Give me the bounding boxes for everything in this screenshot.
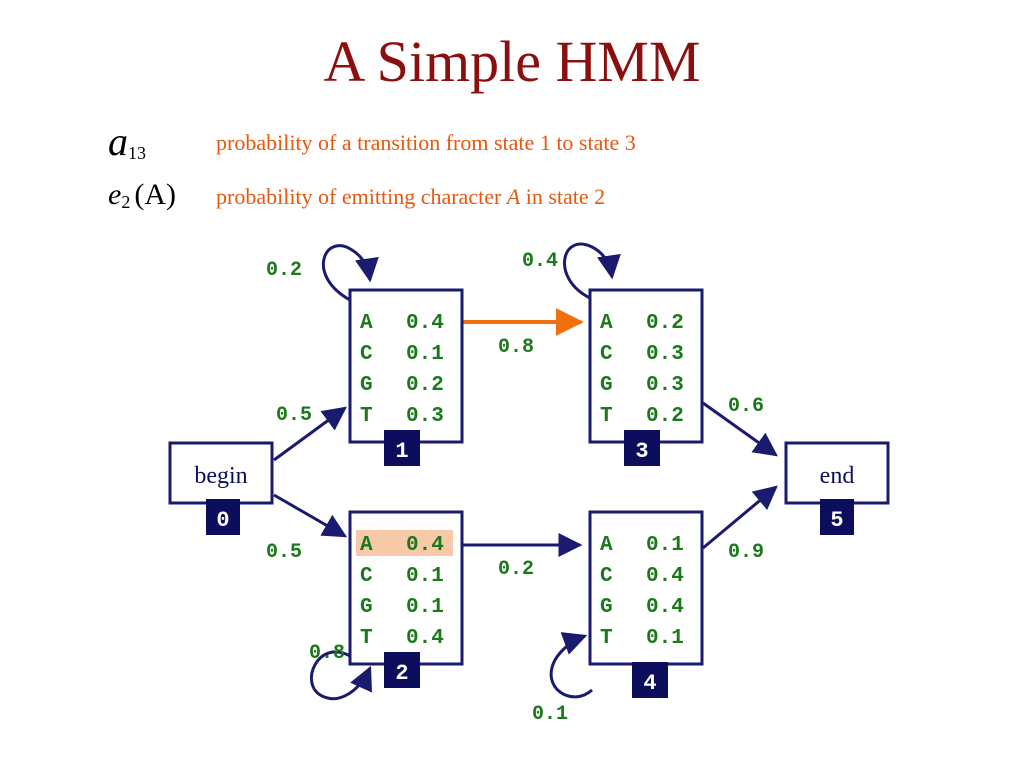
state-4-prob-C: 0.4 — [646, 565, 684, 588]
state-4-symbol-A: A — [600, 534, 613, 557]
transition-arrow-0-1 — [273, 406, 347, 462]
transition-arrow-4-5 — [702, 485, 778, 550]
state-1-symbol-G: G — [360, 374, 373, 397]
notation-e2A-symbol: e — [108, 178, 122, 211]
notation-e2A-subscript: 2 — [121, 192, 131, 213]
transition-label-3-3: 0.4 — [522, 250, 558, 273]
state-3-symbol-A: A — [600, 312, 613, 335]
state-4-prob-G: 0.4 — [646, 596, 684, 619]
state-3-prob-A: 0.2 — [646, 312, 684, 335]
begin-node-box — [168, 441, 274, 505]
notation-e2A: e2(A) — [108, 178, 176, 213]
state-3-symbol-T: T — [600, 405, 613, 428]
end-node-label: end — [820, 463, 855, 489]
slide-title: A Simple HMM — [323, 29, 701, 94]
state-2-badge — [384, 652, 420, 688]
state-3-badge-number: 3 — [635, 439, 648, 464]
transition-label-2-4: 0.2 — [498, 558, 534, 581]
state-2-highlight-cell — [356, 530, 453, 556]
state-3-box — [588, 288, 704, 444]
state-4-badge — [632, 662, 668, 698]
description-e2A-before: probability of emitting character — [216, 184, 507, 209]
transition-label-3-5: 0.6 — [728, 395, 764, 418]
state-4-symbol-T: T — [600, 627, 613, 650]
description-a13-text: probability of a transition from state 1… — [216, 130, 636, 155]
self-loop-arrow-2 — [310, 650, 372, 701]
transition-label-4-4: 0.1 — [532, 703, 568, 726]
transition-label-1-3: 0.8 — [498, 336, 534, 359]
state-4-box — [588, 510, 704, 666]
description-a13: probability of a transition from state 1… — [216, 130, 636, 156]
transition-label-4-5: 0.9 — [728, 541, 764, 564]
notation-e2A-suffix: (A) — [134, 178, 176, 211]
state-1-badge — [384, 430, 420, 466]
state-2-prob-T: 0.4 — [406, 627, 444, 650]
state-3-prob-T: 0.2 — [646, 405, 684, 428]
state-4-symbol-C: C — [600, 565, 613, 588]
state-1-symbol-A: A — [360, 312, 373, 335]
state-2-symbol-T: T — [360, 627, 373, 650]
state-3-badge — [624, 430, 660, 466]
state-3-symbol-G: G — [600, 374, 613, 397]
transition-arrow-3-5 — [702, 401, 778, 457]
state-1-prob-A: 0.4 — [406, 312, 444, 335]
self-loop-arrow-4 — [549, 632, 594, 699]
state-2-symbol-G: G — [360, 596, 373, 619]
state-2-symbol-C: C — [360, 565, 373, 588]
state-1-prob-T: 0.3 — [406, 405, 444, 428]
end-node-badge — [820, 499, 854, 535]
state-4-symbol-G: G — [600, 596, 613, 619]
notation-a13-symbol: a — [108, 119, 128, 164]
state-1-symbol-T: T — [360, 405, 373, 428]
end-node-box — [784, 441, 890, 505]
description-e2A-after: in state 2 — [520, 184, 606, 209]
state-2-prob-G: 0.1 — [406, 596, 444, 619]
self-loop-arrow-1 — [321, 244, 379, 302]
transition-label-2-2: 0.8 — [309, 642, 345, 665]
notation-a13-subscript: 13 — [128, 143, 146, 164]
state-2-badge-number: 2 — [395, 661, 408, 686]
state-1-box — [348, 288, 464, 444]
end-node-badge-number: 5 — [830, 508, 843, 533]
state-1-badge-number: 1 — [395, 439, 408, 464]
state-2-symbol-A: A — [360, 534, 373, 557]
notation-a13: a13 — [108, 118, 146, 165]
begin-node-badge-number: 0 — [216, 508, 229, 533]
state-1-prob-C: 0.1 — [406, 343, 444, 366]
state-4-badge-number: 4 — [643, 671, 656, 696]
transition-label-0-2: 0.5 — [266, 541, 302, 564]
state-3-symbol-C: C — [600, 343, 613, 366]
begin-node-badge — [206, 499, 240, 535]
transition-label-0-1: 0.5 — [276, 404, 312, 427]
state-1-prob-G: 0.2 — [406, 374, 444, 397]
state-4-prob-T: 0.1 — [646, 627, 684, 650]
state-3-prob-G: 0.3 — [646, 374, 684, 397]
state-2-prob-C: 0.1 — [406, 565, 444, 588]
state-1-symbol-C: C — [360, 343, 373, 366]
transition-arrow-0-2 — [273, 493, 348, 538]
begin-node-label: begin — [194, 463, 247, 489]
state-4-prob-A: 0.1 — [646, 534, 684, 557]
transition-label-1-1: 0.2 — [266, 259, 302, 282]
state-2-prob-A: 0.4 — [406, 534, 444, 557]
self-loop-arrow-3 — [563, 242, 621, 300]
description-e2A: probability of emitting character A in s… — [216, 184, 605, 210]
description-e2A-italic: A — [506, 184, 521, 209]
state-3-prob-C: 0.3 — [646, 343, 684, 366]
